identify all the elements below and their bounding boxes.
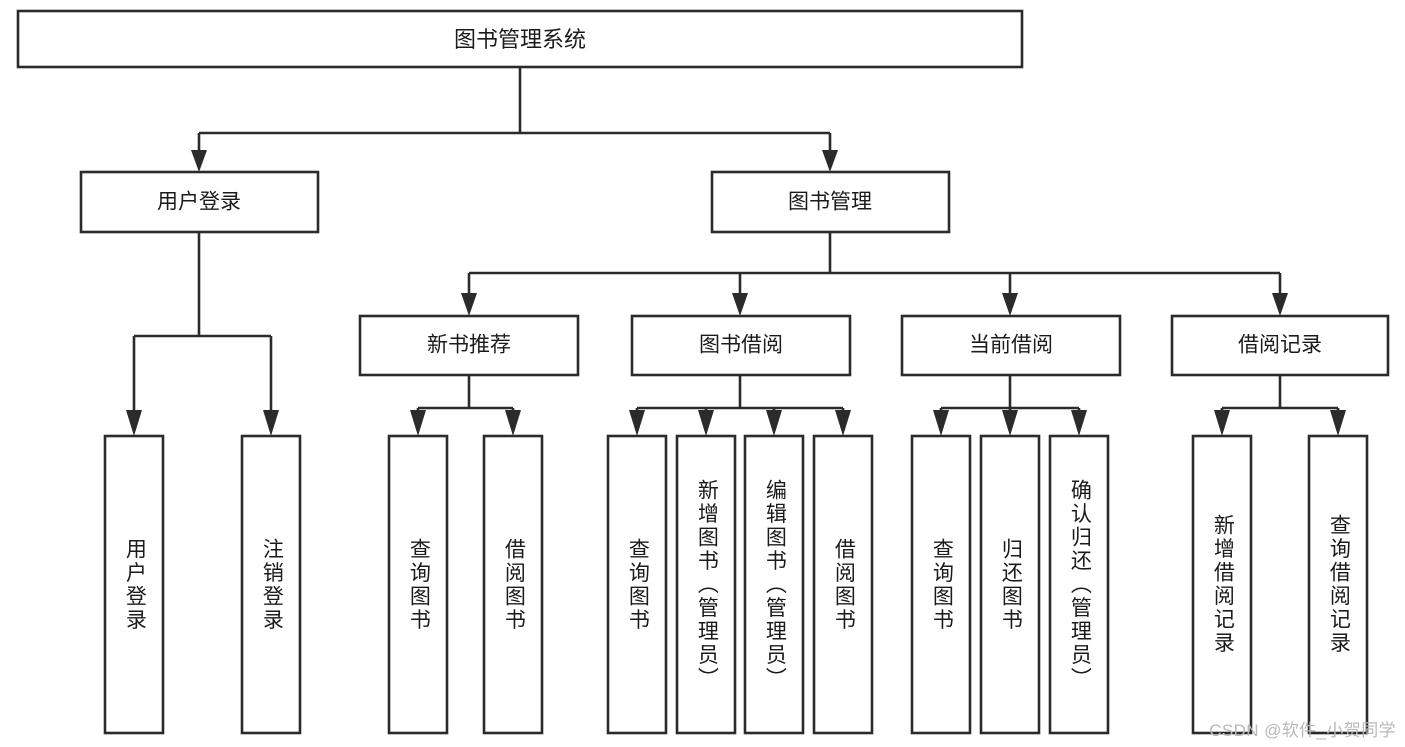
node-user-login-label: 用户登录 — [157, 191, 241, 214]
node-layer: 图书管理系统 用户登录 图书管理 新书推荐 图书借阅 当前借阅 借阅记录 — [16, 9, 1390, 735]
arrowhead-leaf-add-record — [1214, 410, 1230, 436]
node-current-borrow-label: 当前借阅 — [969, 334, 1053, 357]
arrowhead-leaf-return-book — [1002, 410, 1018, 436]
arrowhead-leaf-confirm-return — [1071, 410, 1087, 436]
arrowhead-leaf-query-book-2 — [629, 410, 645, 436]
arrowhead-new-book — [461, 293, 477, 316]
arrowhead-leaf-edit-book — [766, 410, 782, 436]
leaf-box-add-record[interactable] — [1191, 434, 1253, 735]
arrowhead-leaf-query-book-3 — [933, 410, 949, 436]
arrowhead-borrow-record — [1272, 293, 1288, 316]
arrowhead-leaf-add-book — [698, 410, 714, 436]
leaf-box-edit-book[interactable] — [743, 434, 805, 735]
node-root-box[interactable] — [16, 9, 1024, 69]
arrowhead-leaf-logout — [263, 410, 279, 436]
leaf-box-query-book-1[interactable] — [387, 434, 449, 735]
arrowhead-leaf-query-record — [1330, 410, 1346, 436]
leaf-box-borrow-book-2[interactable] — [812, 434, 874, 735]
arrowhead-user-login — [191, 150, 207, 172]
node-book-borrow-box[interactable] — [630, 314, 852, 377]
arrowhead-leaf-query-book-1 — [410, 410, 426, 436]
leaf-box-user-login[interactable] — [103, 434, 165, 735]
arrowhead-leaf-borrow-book-2 — [835, 410, 851, 436]
leaf-box-logout[interactable] — [240, 434, 302, 735]
leaf-box-return-book[interactable] — [979, 434, 1041, 735]
node-root-label: 图书管理系统 — [454, 27, 586, 52]
leaf-box-borrow-book-1[interactable] — [482, 434, 544, 735]
arrowhead-book-borrow — [732, 293, 748, 316]
arrowhead-leaf-user-login — [126, 410, 142, 436]
connector-layer — [126, 67, 1346, 436]
node-borrow-record-label: 借阅记录 — [1238, 334, 1322, 357]
node-user-login-box[interactable] — [79, 170, 320, 234]
leaf-box-query-book-3[interactable] — [910, 434, 972, 735]
node-current-borrow-box[interactable] — [900, 314, 1122, 377]
node-new-book-recommend-label: 新书推荐 — [427, 334, 511, 357]
node-book-borrow-label: 图书借阅 — [699, 334, 783, 357]
csdn-watermark: CSDN @软件_小贺同学 — [1209, 721, 1396, 740]
node-new-book-recommend-box[interactable] — [358, 314, 580, 377]
arrowhead-current-borrow — [1002, 293, 1018, 316]
leaf-box-query-record[interactable] — [1307, 434, 1369, 735]
node-book-manage-label: 图书管理 — [788, 191, 872, 214]
leaf-box-confirm-return[interactable] — [1048, 434, 1110, 735]
leaf-box-add-book[interactable] — [675, 434, 737, 735]
node-book-manage-box[interactable] — [710, 170, 951, 234]
arrowhead-leaf-borrow-book-1 — [505, 410, 521, 436]
arrowhead-book-manage — [822, 150, 838, 172]
node-borrow-record-box[interactable] — [1170, 314, 1390, 377]
leaf-box-query-book-2[interactable] — [606, 434, 668, 735]
